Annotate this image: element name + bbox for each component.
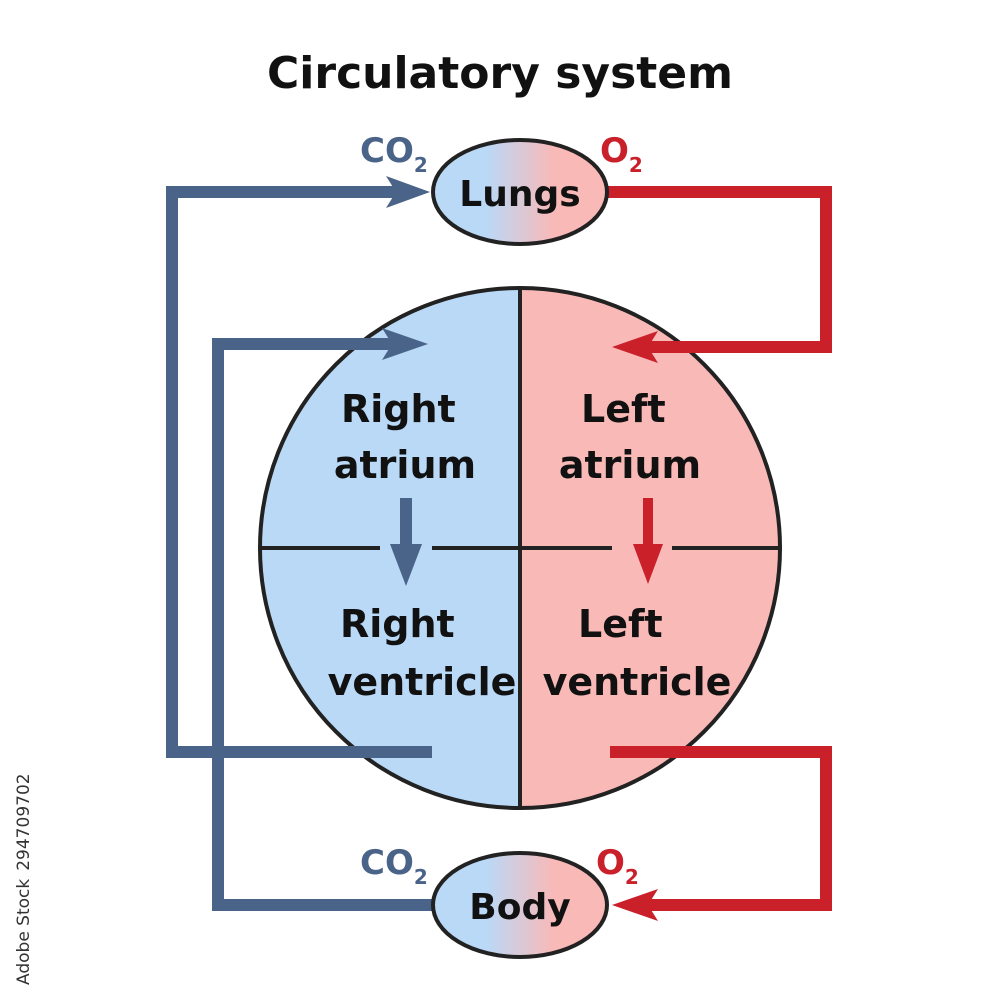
o2-label-body: O2 [596,843,639,889]
right-atrium-label: Right atrium [334,387,476,487]
left-ventricle-line1: Left [578,602,663,646]
vena-cava-path [212,338,436,911]
left-atrium-line2: atrium [559,443,701,487]
aorta-arrowhead [612,889,658,921]
diagram-title: Circulatory system [267,48,733,99]
right-ventricle-line2: ventricle [328,660,517,704]
stock-watermark: Adobe Stock294709702 [14,773,34,985]
left-av-arrow [633,498,663,584]
left-atrium-line1: Left [581,387,666,431]
right-atrium-line2: atrium [334,443,476,487]
right-ventricle-label: Right ventricle [328,602,517,704]
o2-label-lungs: O2 [600,131,643,177]
right-av-arrow [390,498,422,586]
right-atrium-line1: Right [341,387,456,431]
pulmonary-vein-arrowhead [612,331,658,363]
co2-label-body: CO2 [360,843,428,889]
left-ventricle-label: Left ventricle [543,602,732,704]
right-ventricle-line1: Right [340,602,455,646]
vena-cava-arrowhead [382,328,428,360]
lungs-label: Lungs [459,174,580,215]
pulmonary-artery-arrowhead [386,176,430,208]
left-ventricle-line2: ventricle [543,660,732,704]
body-label: Body [469,887,570,928]
pulmonary-artery-path [166,186,432,758]
pulmonary-vein-path [608,186,832,353]
lungs-organ [431,138,609,246]
body-organ [431,851,609,959]
left-atrium-label: Left atrium [559,387,701,487]
co2-label-lungs: CO2 [360,131,428,177]
aorta-path [610,746,832,911]
